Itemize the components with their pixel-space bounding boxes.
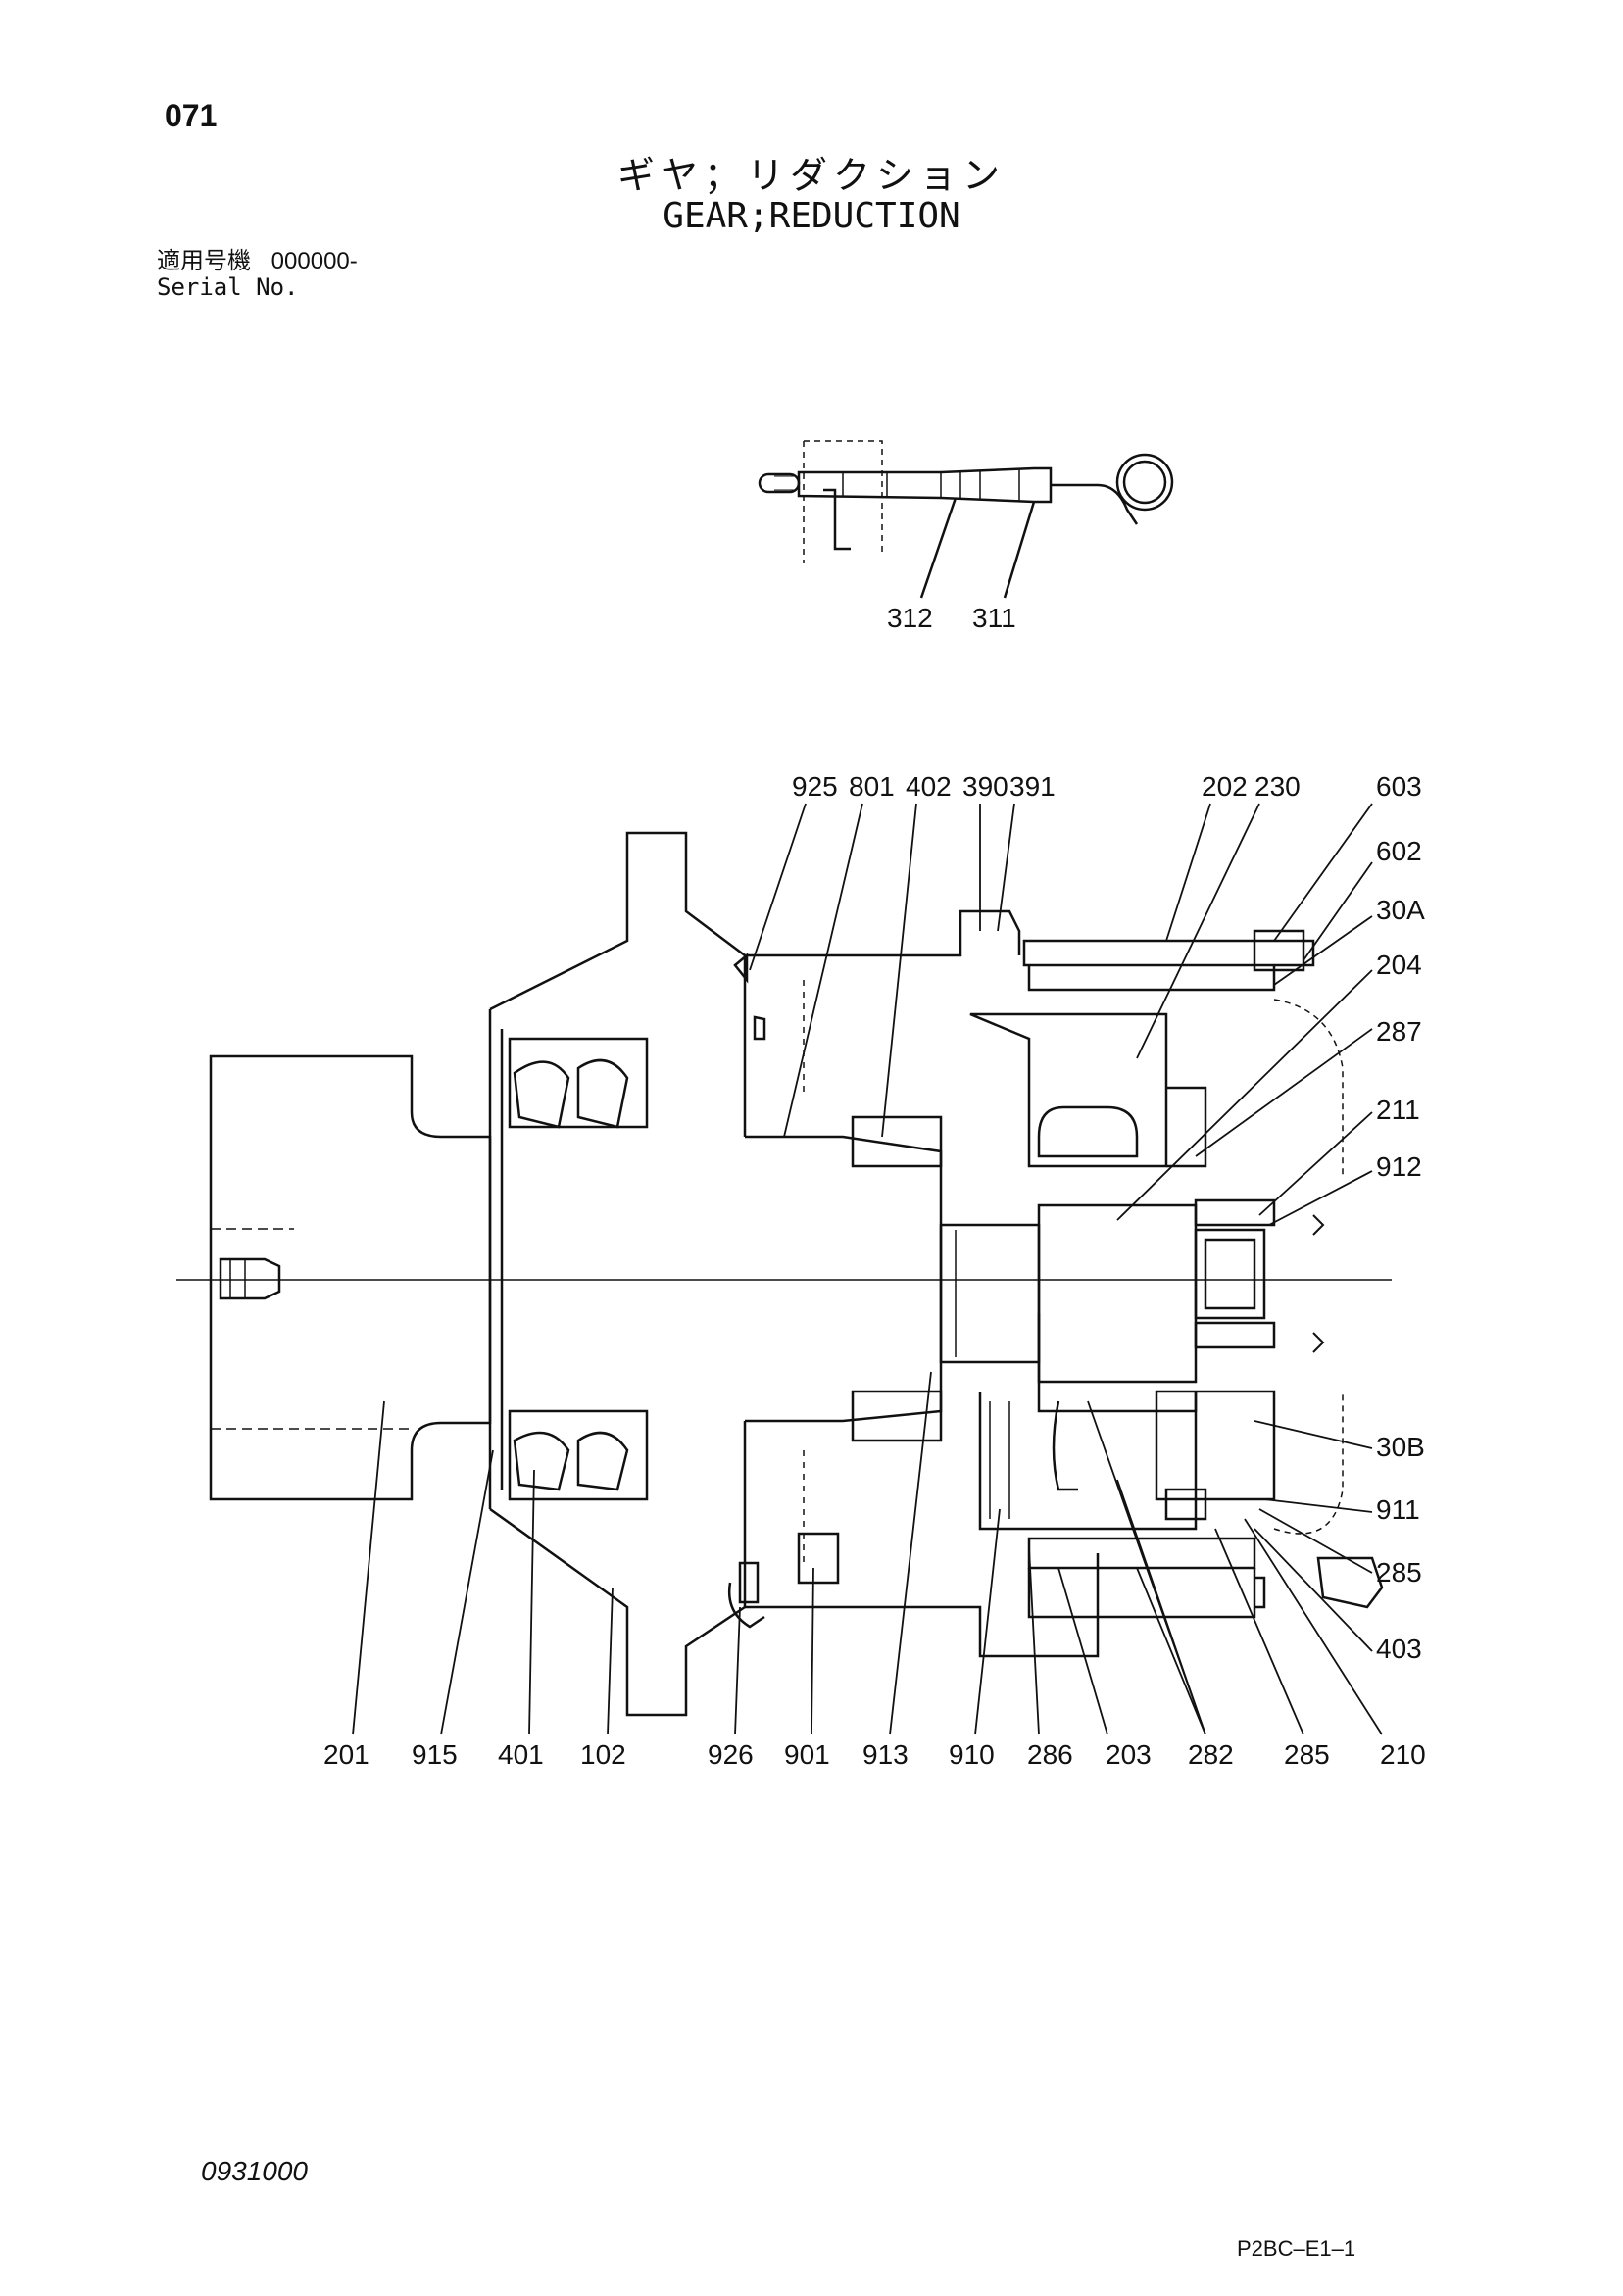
serial-label-japanese: 適用号機 bbox=[157, 248, 251, 274]
title-japanese: ギヤ；リダクション bbox=[616, 154, 1006, 197]
part-label: 910 bbox=[949, 1739, 995, 1770]
part-label: 913 bbox=[862, 1739, 909, 1770]
part-label: 210 bbox=[1380, 1739, 1426, 1770]
part-label: 202 bbox=[1202, 771, 1248, 802]
part-label: 285 bbox=[1284, 1739, 1330, 1770]
inset-label-group: 312 311 bbox=[887, 603, 1016, 633]
right-label-group: 602 30A 204 287 211 912 30B 911 285 403 bbox=[1376, 836, 1425, 1664]
document-code: 0931000 bbox=[201, 2156, 309, 2186]
serial-block: 適用号機 000000- Serial No. bbox=[157, 248, 371, 301]
part-label: 30A bbox=[1376, 895, 1425, 925]
part-label: 926 bbox=[708, 1739, 754, 1770]
serial-value: 000000- bbox=[270, 248, 358, 274]
top-label-group: 925 801 402 390 391 202 230 603 bbox=[792, 771, 1422, 802]
dipstick-inset bbox=[758, 440, 1174, 599]
part-label: 801 bbox=[849, 771, 895, 802]
part-label: 285 bbox=[1376, 1557, 1422, 1588]
part-label: 390 bbox=[962, 771, 1008, 802]
part-label: 911 bbox=[1376, 1494, 1420, 1525]
part-label: 203 bbox=[1106, 1739, 1152, 1770]
part-label: 282 bbox=[1188, 1739, 1234, 1770]
gearbox-section bbox=[176, 831, 1392, 1717]
page-number: 071 bbox=[165, 98, 218, 133]
part-label: 211 bbox=[1376, 1095, 1420, 1125]
part-label: 915 bbox=[412, 1739, 458, 1770]
part-label: 102 bbox=[580, 1739, 626, 1770]
part-label: 287 bbox=[1376, 1016, 1422, 1047]
leader-lines bbox=[352, 803, 1383, 1735]
part-label: 402 bbox=[906, 771, 952, 802]
part-label: 30B bbox=[1376, 1432, 1425, 1462]
part-label: 401 bbox=[498, 1739, 544, 1770]
part-label: 391 bbox=[1009, 771, 1056, 802]
part-label: 602 bbox=[1376, 836, 1422, 866]
part-label: 603 bbox=[1376, 771, 1422, 802]
bottom-label-group: 201 915 401 102 926 901 913 910 286 203 … bbox=[323, 1739, 1426, 1770]
part-label: 286 bbox=[1027, 1739, 1073, 1770]
part-label: 311 bbox=[972, 603, 1016, 633]
title-english: GEAR;REDUCTION bbox=[663, 196, 960, 236]
part-label: 312 bbox=[887, 603, 933, 633]
sheet-code: P2BC–E1–1 bbox=[1237, 2236, 1356, 2261]
part-label: 230 bbox=[1254, 771, 1301, 802]
serial-label-english: Serial No. bbox=[157, 273, 299, 301]
part-label: 912 bbox=[1376, 1151, 1422, 1182]
part-label: 201 bbox=[323, 1739, 369, 1770]
part-label: 901 bbox=[784, 1739, 830, 1770]
part-label: 925 bbox=[792, 771, 838, 802]
part-label: 403 bbox=[1376, 1634, 1422, 1664]
part-label: 204 bbox=[1376, 950, 1422, 980]
